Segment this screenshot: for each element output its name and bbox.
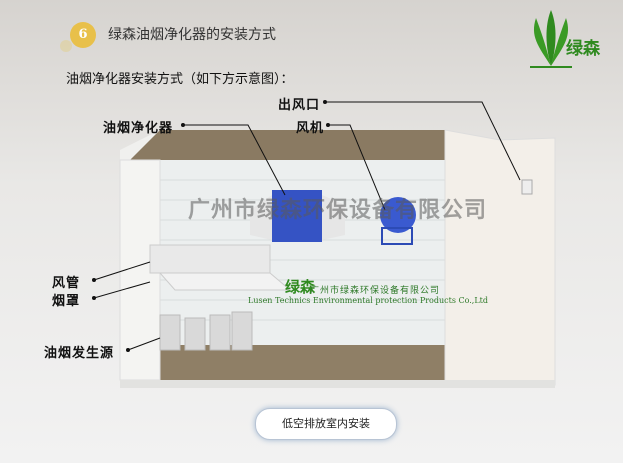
purifier-outlet: [322, 195, 345, 240]
caption-cloud: 低空排放室内安装: [255, 408, 397, 440]
fan-unit: [380, 197, 416, 233]
label-outlet: 出风口: [278, 98, 321, 113]
company-name-cn: 广州市绿森环保设备有限公司: [310, 286, 441, 296]
ceiling: [130, 130, 445, 160]
purifier-inlet: [250, 195, 272, 240]
right-wall: [444, 129, 556, 386]
stoves: [159, 311, 253, 351]
label-duct: 风管: [52, 276, 81, 291]
subtitle: 油烟净化器安装方式（如下方示意图）：: [66, 72, 294, 87]
watermark: 广州市绿森环保设备有限公司: [188, 197, 488, 223]
logo-text: 绿森: [566, 39, 600, 59]
page-title: 绿森油烟净化器的安装方式: [108, 27, 276, 43]
hood: [149, 244, 271, 274]
label-hood: 烟罩: [52, 294, 81, 309]
company-logo: 绿森: [285, 278, 316, 296]
purifier-unit: [272, 190, 322, 242]
step-badge: 6: [70, 22, 96, 48]
logo-tree-icon: [530, 10, 572, 68]
label-purifier: 油烟净化器: [103, 121, 174, 136]
label-source: 油烟发生源: [44, 346, 115, 361]
company-name-en: Lusen Technics Environmental protection …: [248, 296, 488, 305]
badge-decoration: [60, 40, 72, 52]
base: [120, 380, 555, 388]
label-fan: 风机: [296, 121, 325, 136]
outlet-vent: [521, 179, 533, 195]
floor: [120, 345, 445, 380]
